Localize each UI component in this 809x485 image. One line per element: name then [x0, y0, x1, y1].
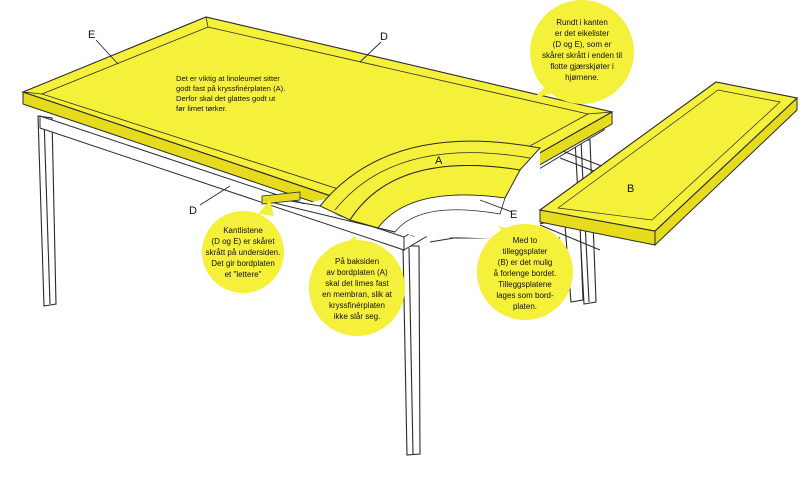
svg-text:godt fast på kryssfinérplaten: godt fast på kryssfinérplaten (A). [176, 84, 285, 93]
svg-text:(B) er det mulig: (B) er det mulig [498, 258, 553, 267]
bubble-line: (B) er det mulig [498, 258, 553, 267]
bubble-line: kryssfinérplaten [329, 301, 385, 310]
svg-text:av bordplaten (A): av bordplaten (A) [326, 268, 388, 277]
callout-bubble-middle: På baksiden av bordplaten (A) skal det l… [309, 236, 405, 336]
svg-text:Kantlistene: Kantlistene [223, 226, 263, 235]
svg-text:flotte gjærskjøter i: flotte gjærskjøter i [550, 62, 614, 71]
svg-text:å forlenge bordet.: å forlenge bordet. [494, 269, 557, 278]
label-b: B [627, 183, 634, 195]
bubble-line: Kantlistene [223, 226, 263, 235]
svg-text:et "lettere": et "lettere" [225, 270, 262, 279]
label-d-bottom: D [189, 205, 197, 217]
svg-text:Det er viktig at linoleumet si: Det er viktig at linoleumet sitter [176, 74, 280, 83]
label-a: A [435, 155, 443, 167]
tabletop-note-line: godt fast på kryssfinérplaten (A). [176, 84, 285, 93]
leader-lines [95, 39, 513, 213]
extension-leaf-surface [538, 81, 799, 232]
svg-text:Tilleggsplatene: Tilleggsplatene [498, 280, 552, 289]
bubble-line: skrått på undersiden. [206, 248, 281, 257]
svg-text:er det eikelister: er det eikelister [555, 29, 610, 38]
svg-text:tilleggsplater: tilleggsplater [503, 247, 548, 256]
bubble-line: er det eikelister [555, 29, 610, 38]
svg-text:Derfor skal det glattes godt u: Derfor skal det glattes godt ut [176, 94, 276, 103]
bubble-line: lages som bord- [496, 291, 554, 300]
extension-leaf-b [538, 81, 799, 247]
callout-bubble-right: Med to tilleggsplater (B) er det mulig å… [477, 224, 573, 320]
tabletop-note: Det er viktig at linoleumet sitter godt … [176, 74, 285, 113]
label-e-top: E [88, 29, 95, 41]
bubble-line: Med to [513, 236, 538, 245]
callout-bubble-left: Kantlistene (D og E) er skåret skrått på… [202, 200, 284, 293]
bubble-line: Tilleggsplatene [498, 280, 552, 289]
bubble-line: (D og E) er skåret [211, 237, 275, 246]
svg-text:skal det limes fast: skal det limes fast [325, 279, 389, 288]
bubble-line: På baksiden [335, 257, 379, 266]
label-d-top: D [380, 31, 388, 43]
tabletop-note-line: Det er viktig at linoleumet sitter [176, 74, 280, 83]
bubble-line: ikke slår seg. [334, 312, 381, 321]
bubble-line: (D og E), som er [553, 40, 612, 49]
svg-text:(D og E), som er: (D og E), som er [553, 40, 612, 49]
svg-text:Det gir bordplaten: Det gir bordplaten [211, 259, 275, 268]
svg-text:platen.: platen. [513, 302, 537, 311]
svg-text:Med to: Med to [513, 236, 538, 245]
tabletop-note-line: Derfor skal det glattes godt ut [176, 94, 276, 103]
bubble-line: av bordplaten (A) [326, 268, 388, 277]
bubble-line: flotte gjærskjøter i [550, 62, 614, 71]
svg-text:en membran, slik at: en membran, slik at [322, 290, 393, 299]
bubble-line: skåret skrått i enden til [542, 51, 622, 60]
bubble-line: platen. [513, 302, 537, 311]
tabletop-note-line: før limet tørker. [176, 104, 227, 113]
bubble-line: en membran, slik at [322, 290, 393, 299]
bubble-line: skal det limes fast [325, 279, 389, 288]
bubble-line: hjørnene. [565, 73, 599, 82]
svg-text:skrått på undersiden.: skrått på undersiden. [206, 248, 281, 257]
svg-text:Rundt i kanten: Rundt i kanten [556, 18, 608, 27]
svg-text:før limet tørker.: før limet tørker. [176, 104, 227, 113]
svg-text:ikke slår seg.: ikke slår seg. [334, 312, 381, 321]
svg-text:kryssfinérplaten: kryssfinérplaten [329, 301, 385, 310]
svg-text:(D og E) er skåret: (D og E) er skåret [211, 237, 275, 246]
svg-text:skåret skrått i enden til: skåret skrått i enden til [542, 51, 622, 60]
bubble-line: tilleggsplater [503, 247, 548, 256]
bubble-line: et "lettere" [225, 270, 262, 279]
svg-text:hjørnene.: hjørnene. [565, 73, 599, 82]
callout-bubble-top-right: Rundt i kanten er det eikelister (D og E… [530, 0, 634, 104]
cutaway-section [261, 140, 541, 240]
bubble-line: Rundt i kanten [556, 18, 608, 27]
label-e-bottom: E [510, 209, 517, 221]
svg-text:På baksiden: På baksiden [335, 257, 379, 266]
bubble-line: Det gir bordplaten [211, 259, 275, 268]
svg-text:lages som bord-: lages som bord- [496, 291, 554, 300]
bubble-line: å forlenge bordet. [494, 269, 557, 278]
